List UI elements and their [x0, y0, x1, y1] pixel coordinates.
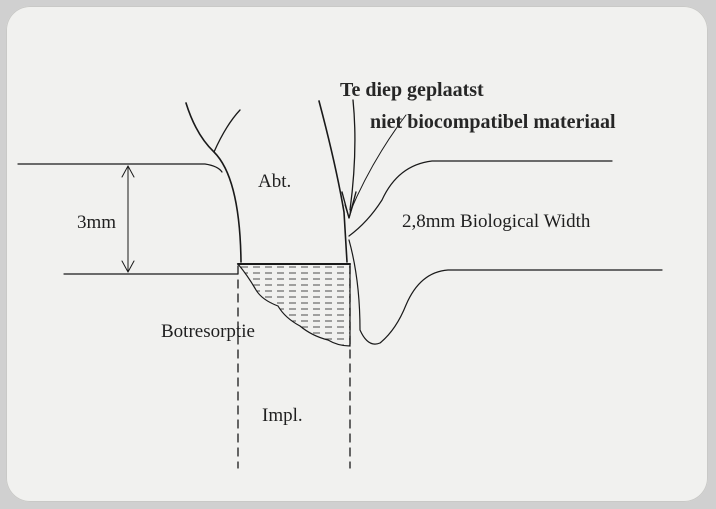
- bone-resorption-label: Botresorptie: [161, 321, 255, 342]
- title-line-1: Te diep geplaatst: [340, 79, 484, 101]
- abutment-left-branch: [214, 110, 240, 152]
- soft-tissue-attachment-right: [349, 240, 662, 344]
- abutment-right-branch: [350, 100, 355, 210]
- depth-label: 3mm: [77, 212, 116, 233]
- depth-dimension-arrow: [122, 166, 134, 272]
- abutment-right-outline: [319, 101, 347, 262]
- title-line-2: niet biocompatibel materiaal: [370, 111, 616, 133]
- implant-label: Impl.: [262, 405, 303, 426]
- abutment-left-outline: [186, 103, 241, 262]
- abutment-label: Abt.: [258, 171, 291, 192]
- gingiva-line-left: [18, 164, 222, 172]
- biological-width-label: 2,8mm Biological Width: [402, 211, 591, 232]
